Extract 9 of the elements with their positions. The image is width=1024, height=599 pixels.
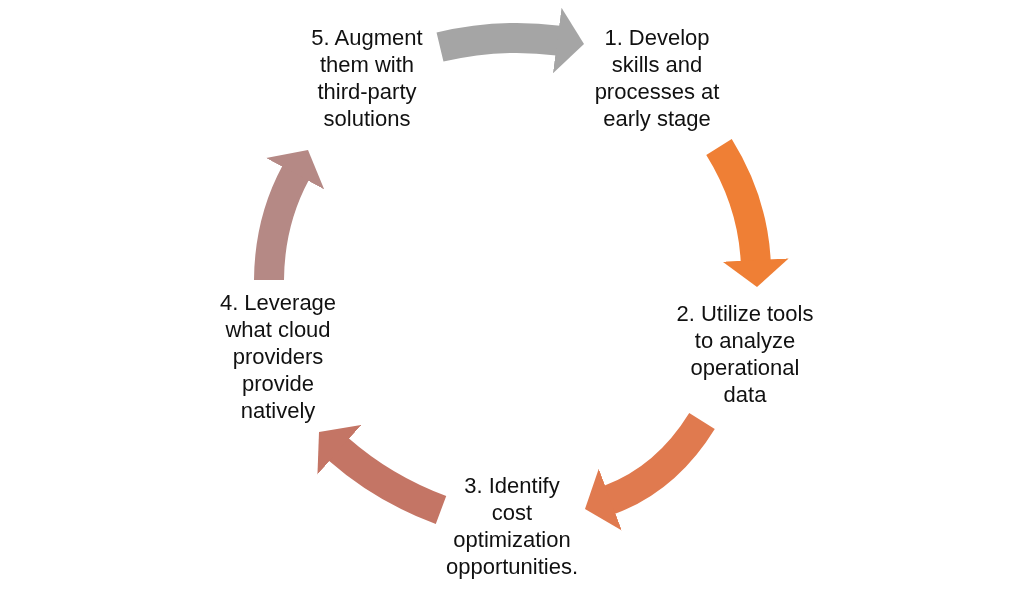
curved-arrow [706, 139, 789, 287]
curved-arrow [436, 7, 585, 74]
curved-arrow [254, 149, 325, 281]
step-text: 3. Identify cost optimization opportunities. [442, 466, 582, 586]
step-text: 1. Develop skills and processes at early stage [587, 18, 727, 138]
step-text: 4. Leverage what cloud providers provide natively [210, 283, 346, 430]
step-text: 5. Augment them with third-party solutions [302, 18, 432, 138]
curved-arrow [317, 424, 447, 524]
step-text: 2. Utilize tools to analyze operational data [670, 294, 820, 414]
